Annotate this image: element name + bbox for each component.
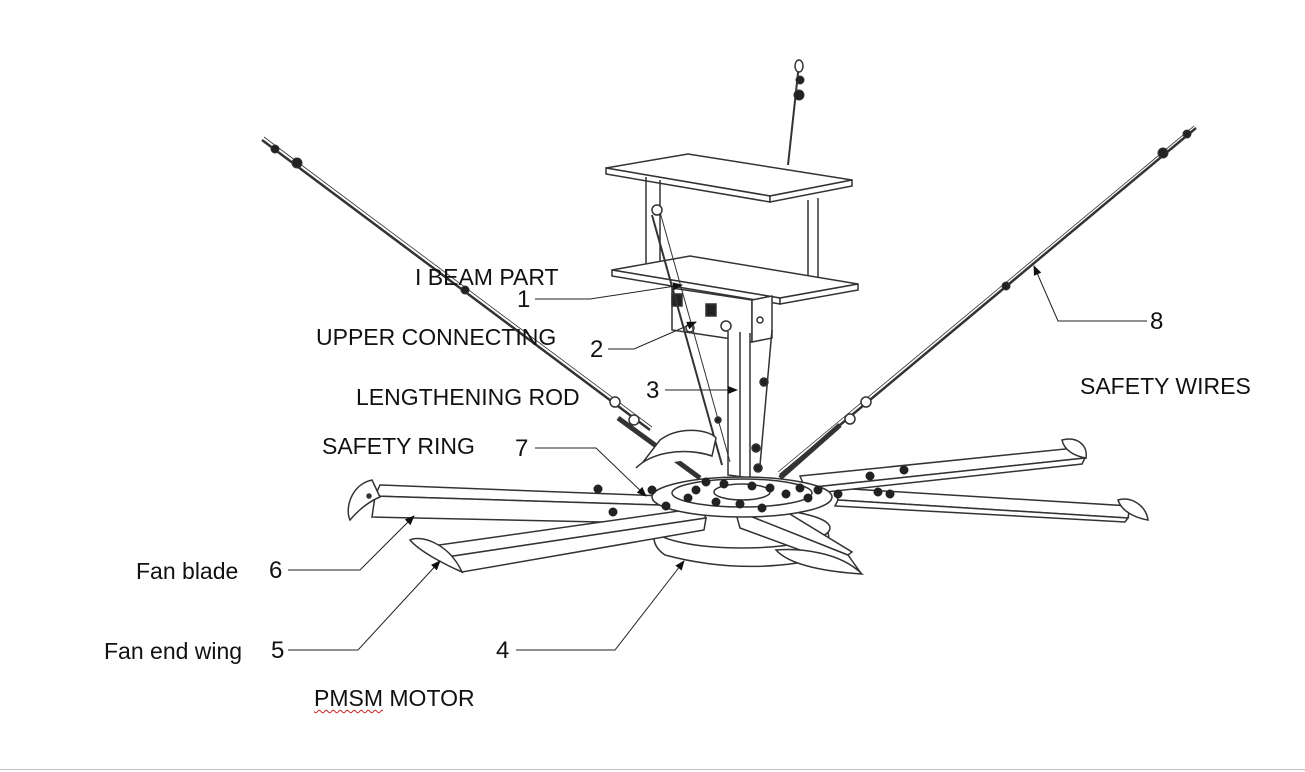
label-fan-end-wing: Fan end wing	[104, 638, 243, 664]
safety-wire-left	[261, 136, 702, 481]
fan-blade-right	[833, 487, 1149, 523]
label-safety-ring: SAFETY RING	[322, 433, 475, 459]
callout-3: 3	[646, 377, 660, 404]
fan-blade-back-right	[798, 438, 1087, 495]
leader-line-2	[608, 321, 697, 350]
bottom-divider	[0, 769, 1305, 770]
leader-line-8	[1033, 265, 1147, 322]
callout-2: 2	[590, 336, 604, 363]
leader-line-6	[288, 515, 415, 571]
safety-wire-top	[787, 59, 805, 166]
fan-blade-front-left	[408, 507, 708, 574]
label-pmsm-motor: PMSM MOTOR	[314, 687, 475, 710]
hub-bolts	[593, 465, 909, 517]
callout-5: 5	[271, 637, 285, 664]
label-safety-wires: SAFETY WIRES	[1080, 373, 1251, 399]
callout-7: 7	[515, 435, 529, 462]
i-beam	[605, 153, 859, 305]
label-lengthening-rod: LENGTHENING ROD	[356, 384, 580, 410]
label-pmsm-prefix: PMSM	[314, 685, 383, 711]
lengthening-rod	[651, 204, 773, 479]
fan-blade-back-left	[635, 429, 717, 469]
callout-4: 4	[496, 637, 510, 664]
leader-line-4	[516, 560, 685, 651]
leader-line-1	[535, 282, 683, 300]
fan-blade-left	[347, 479, 693, 525]
fan-blades	[347, 429, 1149, 575]
label-motor-word: MOTOR	[389, 685, 475, 711]
fan-blade-front	[733, 507, 864, 575]
callout-1: 1	[517, 286, 531, 313]
safety-wire-right	[777, 125, 1197, 480]
leader-line-7	[535, 447, 647, 497]
safety-wires	[261, 59, 1197, 481]
callout-6: 6	[269, 557, 283, 584]
leader-line-5	[288, 560, 441, 651]
leader-lines	[288, 265, 1147, 651]
callout-8: 8	[1150, 308, 1164, 335]
label-upper-connecting: UPPER CONNECTING	[316, 324, 557, 350]
label-fan-blade: Fan blade	[136, 558, 239, 584]
label-i-beam-part: I BEAM PART	[415, 264, 559, 290]
